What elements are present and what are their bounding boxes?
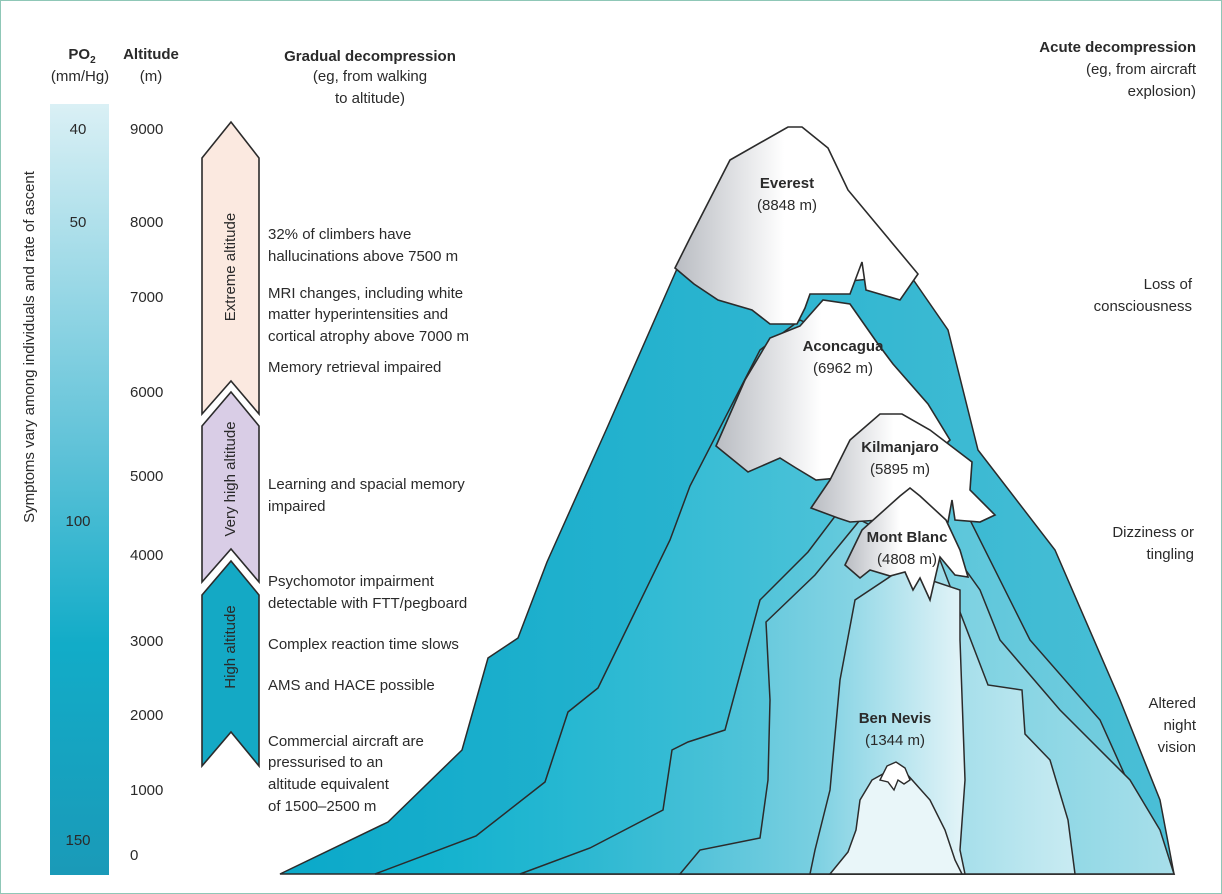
- high-altitude-label: High altitude: [222, 605, 239, 689]
- gradual-title: Gradual decompression: [284, 48, 456, 65]
- effect-learning-line1: Learning and spacial memory: [268, 476, 465, 493]
- altitude-label: 6000: [130, 384, 164, 401]
- po2-title-text: PO: [68, 46, 91, 63]
- effect-ams-hace: AMS and HACE possible: [268, 677, 435, 694]
- peak-montblanc-height: (4808 m): [876, 551, 938, 568]
- effect-mri-line2: matter hyperintensities and: [268, 306, 449, 323]
- gradual-subtitle-2: to altitude): [334, 90, 406, 107]
- acute-night-vision-line2: night: [1163, 717, 1196, 734]
- effect-reaction-time: Complex reaction time slows: [268, 636, 459, 653]
- effect-psychomotor-line1: Psychomotor impairment: [268, 573, 434, 590]
- po2-label: 50: [69, 214, 87, 231]
- acute-loss-consciousness-line2: consciousness: [1093, 298, 1192, 315]
- peak-kilimanjaro-name: Kilmanjaro: [861, 439, 939, 456]
- peak-kilimanjaro-height: (5895 m): [869, 461, 931, 478]
- po2-title-subscript: 2: [90, 55, 96, 66]
- acute-subtitle-2: explosion): [1127, 83, 1196, 100]
- po2-label: 40: [69, 121, 87, 138]
- acute-title: Acute decompression: [1039, 39, 1196, 56]
- very-high-altitude-arrow: [201, 390, 260, 585]
- everest-snowcap: [674, 126, 920, 325]
- gradual-subtitle-1: (eg, from walking: [312, 68, 428, 85]
- effect-learning-line2: impaired: [268, 498, 326, 515]
- effect-hallucinations-line1: 32% of climbers have: [268, 226, 412, 243]
- po2-unit: (mm/Hg): [50, 68, 110, 85]
- effect-mri-line1: MRI changes, including white: [268, 285, 464, 302]
- extreme-altitude-arrow: [201, 120, 260, 417]
- peak-bennevis-height: (1344 m): [864, 732, 926, 749]
- peak-everest-name: Everest: [759, 175, 815, 192]
- effect-aircraft-line3: altitude equivalent: [268, 776, 389, 793]
- po2-label: 150: [65, 832, 91, 849]
- effect-psychomotor-line2: detectable with FTT/pegboard: [268, 595, 468, 612]
- effect-memory-retrieval: Memory retrieval impaired: [268, 359, 442, 376]
- acute-dizziness-line2: tingling: [1146, 546, 1194, 563]
- peak-bennevis-name: Ben Nevis: [858, 710, 932, 727]
- altitude-label: 1000: [130, 782, 164, 799]
- mont-blanc-snowcap: [844, 486, 970, 603]
- altitude-label: 5000: [130, 468, 164, 485]
- po2-title: PO2: [52, 44, 112, 72]
- altitude-unit: (m): [139, 68, 163, 85]
- altitude-label: 2000: [130, 707, 164, 724]
- extreme-altitude-label: Extreme altitude: [222, 212, 239, 322]
- altitude-title: Altitude: [123, 46, 179, 63]
- altitude-label: 7000: [130, 289, 164, 306]
- effect-mri-line3: cortical atrophy above 7000 m: [268, 328, 469, 345]
- acute-night-vision-line1: Altered: [1148, 695, 1196, 712]
- effect-aircraft-line1: Commercial aircraft are: [268, 733, 424, 750]
- acute-dizziness-line1: Dizziness or: [1112, 524, 1194, 541]
- altitude-label: 9000: [130, 121, 164, 138]
- altitude-label: 3000: [130, 633, 164, 650]
- variability-note: Symptoms vary among individuals and rate…: [21, 171, 38, 523]
- acute-loss-consciousness-line1: Loss of: [1143, 276, 1192, 293]
- po2-gradient-bar: [50, 104, 109, 875]
- effect-aircraft-line4: of 1500–2500 m: [268, 798, 377, 815]
- altitude-label: 8000: [130, 214, 164, 231]
- peak-aconcagua-height: (6962 m): [812, 360, 874, 377]
- peak-aconcagua-name: Aconcagua: [802, 338, 884, 355]
- acute-subtitle-1: (eg, from aircraft: [1085, 61, 1196, 78]
- ben-nevis-snowcap: [878, 761, 911, 792]
- po2-label: 100: [65, 513, 91, 530]
- effect-aircraft-line2: pressurised to an: [268, 754, 384, 771]
- effect-hallucinations-line2: hallucinations above 7500 m: [268, 248, 459, 265]
- altitude-label: 4000: [130, 547, 164, 564]
- high-altitude-arrow: [201, 559, 260, 769]
- peak-everest-height: (8848 m): [756, 197, 818, 214]
- very-high-altitude-label: Very high altitude: [222, 421, 239, 537]
- peak-montblanc-name: Mont Blanc: [866, 529, 948, 546]
- altitude-label: 0: [130, 847, 139, 864]
- acute-night-vision-line3: vision: [1157, 739, 1196, 756]
